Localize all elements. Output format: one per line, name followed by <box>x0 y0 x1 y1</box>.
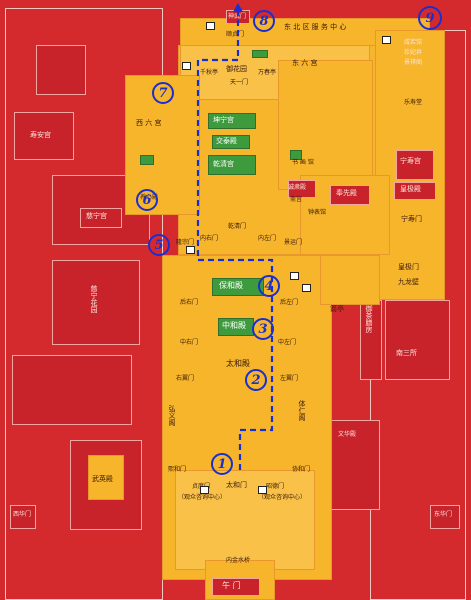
xihua-gate-area <box>10 505 36 529</box>
huangji-hall[interactable] <box>394 182 436 200</box>
taihe-hall-label[interactable]: 太和殿 <box>226 359 250 368</box>
cining-palace-label: 慈宁宫 <box>86 212 107 220</box>
shouan-palace-label: 寿安宫 <box>30 131 51 139</box>
donghua-gate-label: 东华门 <box>434 511 453 518</box>
stop-1[interactable]: 1 <box>211 453 233 475</box>
ningshou-gate-label: 宁寿门 <box>401 215 422 223</box>
cining-garden-label: 慈宁花园 <box>90 285 98 313</box>
service-center-right-label[interactable]: （观众咨询中心） <box>258 494 307 501</box>
qianqing-gate-label[interactable]: 乾清门 <box>228 223 247 230</box>
jiaotai-hall-label: 交泰殿 <box>216 137 237 145</box>
qianqiu-label: 千秋亭 <box>200 69 219 76</box>
kunning-palace-label: 坤宁宫 <box>213 116 234 124</box>
nansanso-label: 南三所 <box>396 349 417 357</box>
stop-4[interactable]: 4 <box>258 275 280 297</box>
youyi-gate-label: 右翼门 <box>176 375 195 382</box>
shunzhen-gate-label: 顺贞门 <box>226 31 245 38</box>
houyou-gate-label: 后右门 <box>180 299 199 306</box>
stop-9[interactable]: 9 <box>418 6 442 30</box>
zhonghe-hall-label: 中和殿 <box>222 321 246 330</box>
fengxian-hall-label: 奉先殿 <box>336 189 357 197</box>
tianyi-gate-label: 天一门 <box>230 79 249 86</box>
huangji-hall-label: 皇极殿 <box>400 185 421 193</box>
donghua-gate-area <box>430 505 460 529</box>
fengxian-hall[interactable] <box>330 185 370 205</box>
taihe-square <box>175 470 315 570</box>
yucha-label: 御茶膳房 <box>365 305 373 333</box>
stop-6[interactable]: 6 <box>136 189 158 211</box>
cining-garden-compound <box>52 260 140 345</box>
info-icon-3[interactable] <box>258 486 267 494</box>
ticket-icon[interactable] <box>206 22 215 30</box>
wuying-hall-label: 武英殿 <box>92 475 113 483</box>
west-compound-1 <box>36 45 86 95</box>
shenwu-gate-label: 神武门 <box>228 13 247 20</box>
neizuo-gate-label: 内左门 <box>258 235 277 242</box>
stop-2[interactable]: 2 <box>245 369 267 391</box>
east-six-palaces <box>278 60 373 190</box>
xihua-gate-label: 西华门 <box>13 511 32 518</box>
stop-3[interactable]: 3 <box>252 318 274 340</box>
wanchun-label: 万春亭 <box>258 69 277 76</box>
zhongzuo-gate-label: 中左门 <box>278 339 297 346</box>
jingqi-label: 景祺阁 <box>404 59 423 66</box>
chengsu-hall[interactable] <box>288 180 316 198</box>
imperial-garden-label: 御花园 <box>226 65 247 73</box>
neijinshui-label: 内金水桥 <box>226 557 251 564</box>
wumen-gate[interactable] <box>212 578 260 596</box>
leshou-label: 乐寿堂 <box>404 99 423 106</box>
longzong-gate-label: 隆宗门 <box>176 239 195 246</box>
west-six-palaces-label: 西 六 宫 <box>136 119 162 127</box>
jingyun-gate-label: 景运门 <box>284 239 303 246</box>
wenhua-hall-label: 文华殿 <box>338 431 357 438</box>
east-six-palaces-label: 东 六 宫 <box>292 59 318 67</box>
houzuo-gate-label: 后左门 <box>280 299 299 306</box>
zhenfei-label: 珍妃井 <box>404 49 423 56</box>
restroom-icon-3[interactable] <box>186 246 195 254</box>
wuying-hall[interactable] <box>88 455 124 500</box>
taihe-gate-label[interactable]: 太和门 <box>226 481 247 489</box>
shouan-compound <box>14 112 74 160</box>
chengsu-hall-label: 诚肃殿 <box>288 184 307 191</box>
calligraphy-gallery-label: 书 画 馆 <box>292 159 314 166</box>
qianqing-palace-label: 乾清宫 <box>213 160 234 168</box>
west-lower-compound <box>12 355 132 425</box>
tiren-pavilion-label: 体仁阁 <box>298 400 306 421</box>
zhaigong-label: 斋宫 <box>290 196 303 203</box>
baohe-hall-label: 保和殿 <box>219 281 243 290</box>
ningshou-palace[interactable] <box>396 150 434 180</box>
service-center-left-label[interactable]: （观众咨询中心） <box>178 494 227 501</box>
info-icon-2[interactable] <box>200 486 209 494</box>
huangji-gate-label: 皇极门 <box>398 263 419 271</box>
ningshou-palace-label: 宁寿宫 <box>400 157 421 165</box>
xihe-gate-label: 熙和门 <box>168 466 187 473</box>
jiulong-wall-label: 九龙壁 <box>398 278 419 286</box>
zuoyi-gate-label: 左翼门 <box>280 375 299 382</box>
wumen-gate-label: 午 门 <box>222 581 241 590</box>
jianting-label: 箭亭 <box>330 305 344 313</box>
jianting-area <box>320 255 380 305</box>
cining-palace[interactable] <box>80 208 122 228</box>
yanxi-small <box>290 150 302 160</box>
restroom-icon[interactable] <box>382 36 391 44</box>
stop-7[interactable]: 7 <box>152 82 174 104</box>
zhaode-gate-label: 昭德门 <box>266 483 285 490</box>
north-hall-small <box>252 50 268 58</box>
neiyou-gate-label: 内右门 <box>200 235 219 242</box>
wenhua-compound <box>330 420 380 510</box>
northeast-service-label[interactable]: 东 北 区 服 务 中 心 <box>284 23 347 31</box>
info-icon[interactable] <box>182 62 191 70</box>
zhongyou-gate-label: 中右门 <box>180 339 199 346</box>
stop-5[interactable]: 5 <box>148 234 170 256</box>
stop-8[interactable]: 8 <box>253 10 275 32</box>
xiehe-gate-label: 协和门 <box>292 466 311 473</box>
restroom-icon-2[interactable] <box>302 284 311 292</box>
hongyi-pavilion-label: 弘义阁 <box>168 405 176 426</box>
nansanso-compound <box>385 300 450 380</box>
west-hall-small <box>140 155 154 165</box>
xianruo-label: 咸若馆 <box>404 39 423 46</box>
clock-gallery-label: 钟表馆 <box>308 209 327 216</box>
shop-icon[interactable] <box>290 272 299 280</box>
